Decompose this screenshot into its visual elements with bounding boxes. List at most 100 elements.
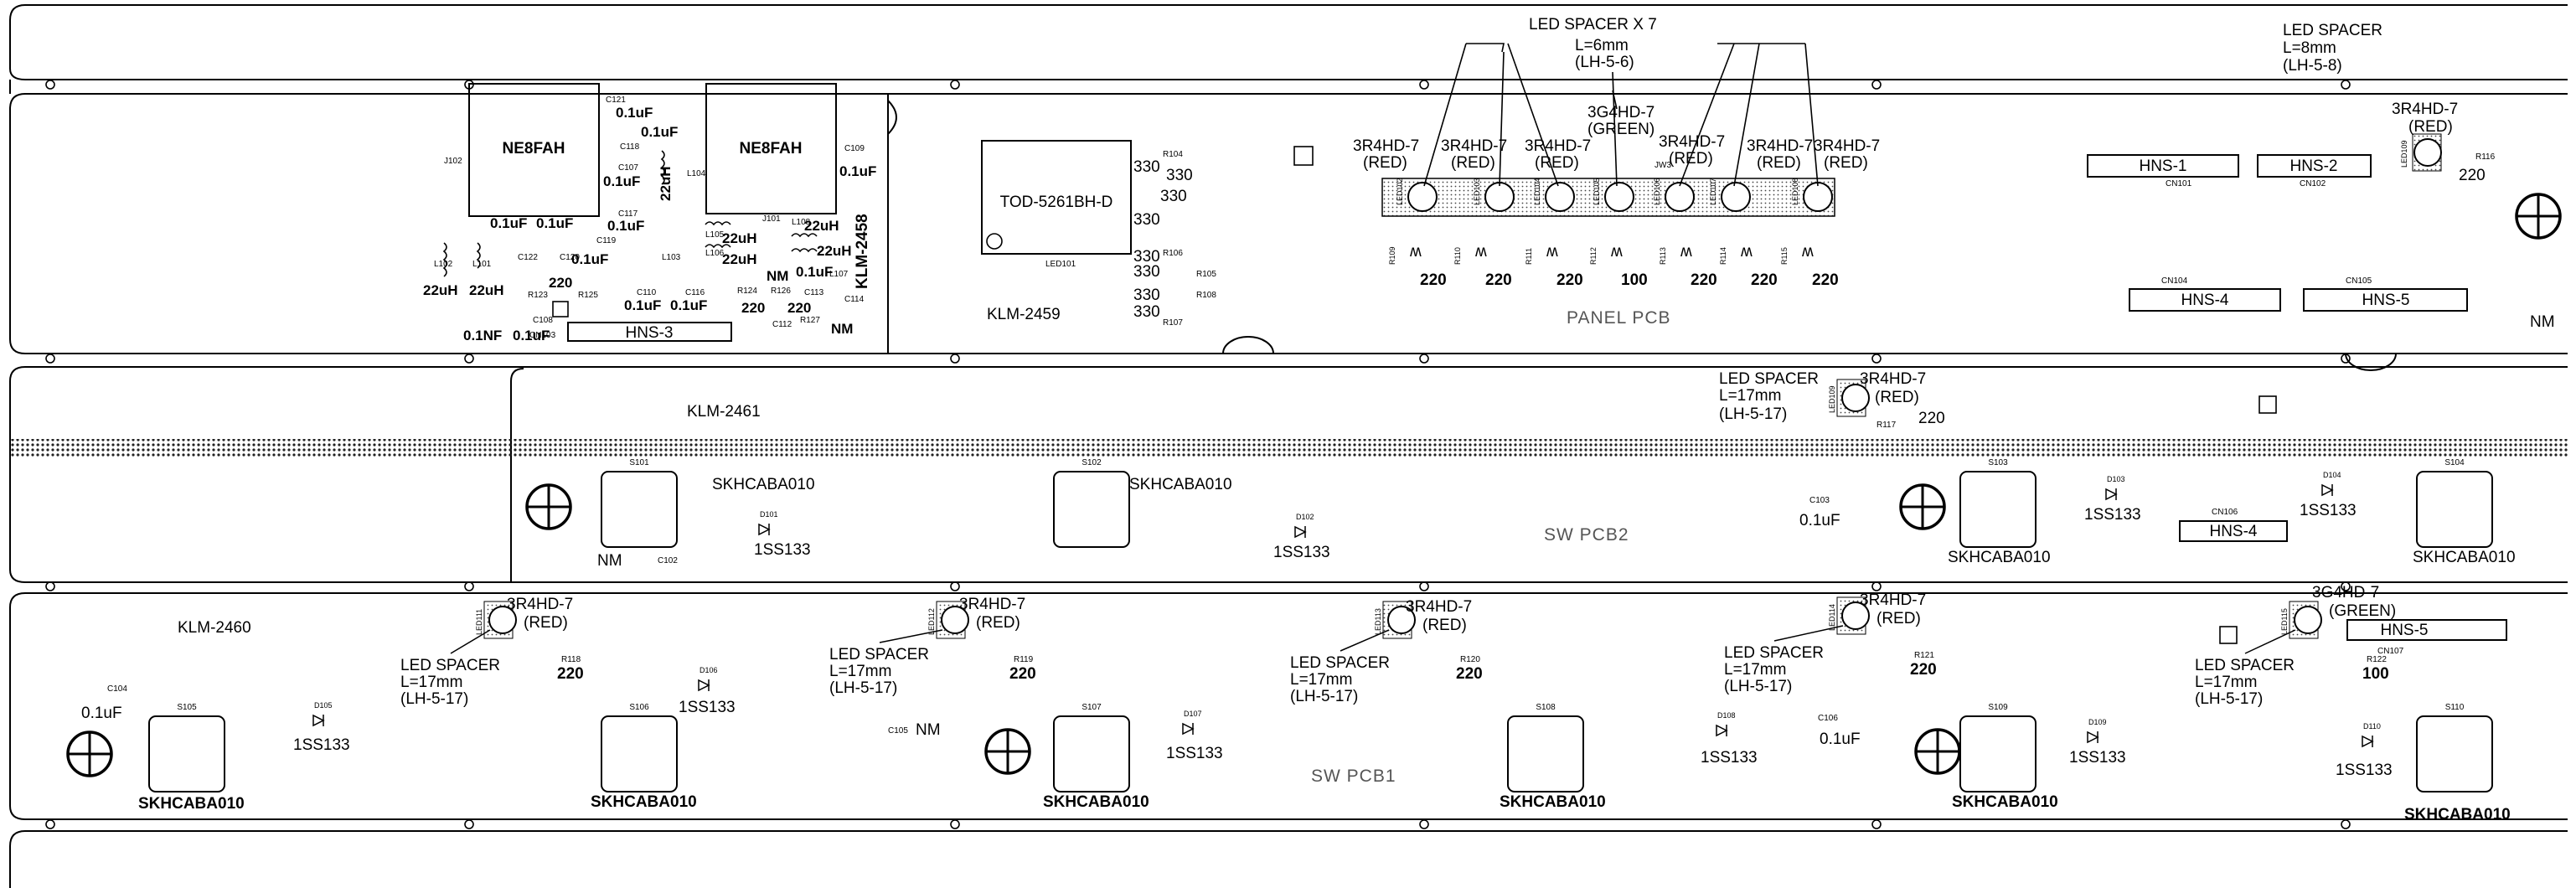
- svg-text:0.1uF: 0.1uF: [670, 297, 707, 313]
- spacer-note: L=17mm: [2195, 674, 2257, 691]
- svg-text:R108: R108: [1196, 291, 1216, 300]
- klm-2460-label: KLM-2460: [178, 619, 251, 637]
- sw-pcb2-label: SW PCB2: [1544, 525, 1629, 545]
- led-color-label: (GREEN): [1587, 121, 1655, 138]
- led-color-label: (RED): [1824, 154, 1868, 172]
- led-part-label: 3G4HD-7: [1587, 104, 1655, 121]
- svg-text:22uH: 22uH: [469, 282, 504, 298]
- svg-text:R106: R106: [1163, 249, 1183, 258]
- svg-text:0.1uF: 0.1uF: [603, 173, 640, 189]
- svg-text:220: 220: [787, 300, 811, 316]
- svg-text:HNS-5: HNS-5: [2362, 292, 2409, 309]
- svg-text:L103: L103: [662, 253, 681, 262]
- led-part-label: 3R4HD-7: [1441, 137, 1507, 155]
- switch-S106: [601, 715, 678, 792]
- led-LED114: [1841, 601, 1870, 630]
- svg-text:220: 220: [1918, 410, 1945, 427]
- klm-2458-caps: 0.1uF 0.1uF 0.1uF 0.1uF 0.1uF 0.1uF 0.1u…: [423, 96, 876, 343]
- switch-part: SKHCABA010: [2413, 549, 2516, 566]
- panel-pcb-label: PANEL PCB: [1567, 308, 1671, 328]
- led-ref: LED114: [1828, 604, 1836, 631]
- resistor-ref: R118: [561, 655, 581, 664]
- svg-text:NM: NM: [2530, 313, 2555, 331]
- led-LED113: [1387, 606, 1416, 634]
- diode-D101: [758, 523, 771, 536]
- klm-2461-label: KLM-2461: [687, 403, 761, 421]
- svg-text:22uH: 22uH: [804, 218, 839, 234]
- diode-D107: [1182, 722, 1195, 736]
- resistor-ref: R115: [1780, 247, 1789, 265]
- hns-1-connector: [2087, 154, 2239, 178]
- led-color-label: (RED): [1877, 610, 1921, 627]
- sw-pcb1-section: KLM-2460 SW PCB1 0.1uF C104 NM C105 0.1u…: [81, 619, 2507, 786]
- switch-S105: [148, 715, 225, 792]
- switch-part: SKHCABA010: [591, 793, 697, 811]
- switch-S107: [1053, 715, 1130, 792]
- svg-text:HNS-1: HNS-1: [2139, 157, 2186, 175]
- svg-text:C103: C103: [1809, 496, 1830, 505]
- svg-text:330: 330: [1166, 167, 1193, 184]
- square-pad: [2219, 626, 2238, 644]
- resistor-value: 220: [1456, 665, 1483, 683]
- switch-part: SKHCABA010: [1129, 476, 1232, 493]
- svg-text:330: 330: [1133, 211, 1160, 229]
- diode-D102: [1294, 525, 1307, 539]
- svg-text:C110: C110: [637, 288, 657, 297]
- hns-5-connector-sw1: [2346, 619, 2507, 641]
- svg-text:R127: R127: [800, 316, 820, 325]
- switch-ref: S101: [629, 458, 649, 467]
- j101-ref: J101: [762, 214, 781, 224]
- resistor-value: ʍ: [1546, 243, 1558, 261]
- svg-text:22uH: 22uH: [722, 230, 757, 246]
- diode-part: 1SS133: [1701, 749, 1758, 767]
- led-color-label: (GREEN): [2329, 602, 2396, 620]
- spacer-note: LED SPACER: [1290, 654, 1390, 672]
- diode-D110: [2362, 735, 2374, 748]
- resistor-value: 220: [1691, 271, 1717, 289]
- diode-part: 1SS133: [293, 736, 350, 754]
- led-ref: LED105: [1593, 178, 1601, 205]
- resistor-ref: R110: [1453, 247, 1462, 265]
- diode-D104: [2321, 483, 2334, 497]
- square-pad: [1293, 146, 1314, 166]
- square-pad: [2259, 395, 2277, 414]
- diode-ref: D106: [699, 666, 718, 674]
- diode-ref: D110: [2363, 722, 2381, 731]
- svg-text:220: 220: [549, 275, 572, 291]
- svg-text:LED SPACER: LED SPACER: [2283, 22, 2382, 39]
- svg-text:330: 330: [1133, 303, 1160, 321]
- switch-S101: [601, 471, 678, 548]
- hns-5-connector-top: [2303, 288, 2468, 312]
- spacer-note: L=17mm: [400, 674, 462, 691]
- svg-text:R123: R123: [528, 291, 548, 300]
- svg-text:CN106: CN106: [2212, 508, 2238, 517]
- svg-text:22uH: 22uH: [658, 166, 674, 201]
- svg-text:220: 220: [741, 300, 765, 316]
- led-LED103: [1484, 182, 1515, 212]
- led-LED107: [1721, 182, 1751, 212]
- diode-ref: D107: [1184, 710, 1202, 718]
- mount-hole-fiducials: [66, 193, 2562, 777]
- switches: S101SKHCABA010S102SKHCABA010S103SKHCABA0…: [138, 458, 2516, 823]
- led-LED109: [2413, 138, 2442, 167]
- led-color-label: (RED): [1757, 154, 1801, 172]
- svg-text:HNS-5: HNS-5: [2380, 622, 2428, 639]
- spacer-note-top-1: LED SPACER X 7: [1529, 16, 1657, 34]
- switch-S108: [1507, 715, 1584, 792]
- led-LED108: [1803, 182, 1833, 212]
- svg-text:L104: L104: [687, 169, 706, 178]
- led-part-label: 3G4HD-7: [2312, 584, 2379, 601]
- svg-text:0.1uF: 0.1uF: [616, 105, 653, 121]
- svg-text:3R4HD-7: 3R4HD-7: [1860, 370, 1926, 388]
- panel-pcb-section: LED SPACER X 7 L=6mm (LH-5-6) LED1023R4H…: [1293, 16, 1880, 328]
- led-ref: LED111: [475, 609, 483, 635]
- diode-ref: D102: [1296, 513, 1314, 521]
- switch-ref: S108: [1536, 703, 1556, 712]
- switch-part: SKHCABA010: [2404, 806, 2511, 823]
- svg-text:NM: NM: [767, 268, 788, 284]
- svg-text:L101: L101: [472, 260, 492, 269]
- led-color-label: (RED): [1422, 617, 1467, 634]
- sw-pcb2-section: KLM-2461 SW PCB2 LED SPACER L=17mm (LH-5…: [597, 370, 2288, 570]
- svg-text:CN104: CN104: [2161, 276, 2188, 286]
